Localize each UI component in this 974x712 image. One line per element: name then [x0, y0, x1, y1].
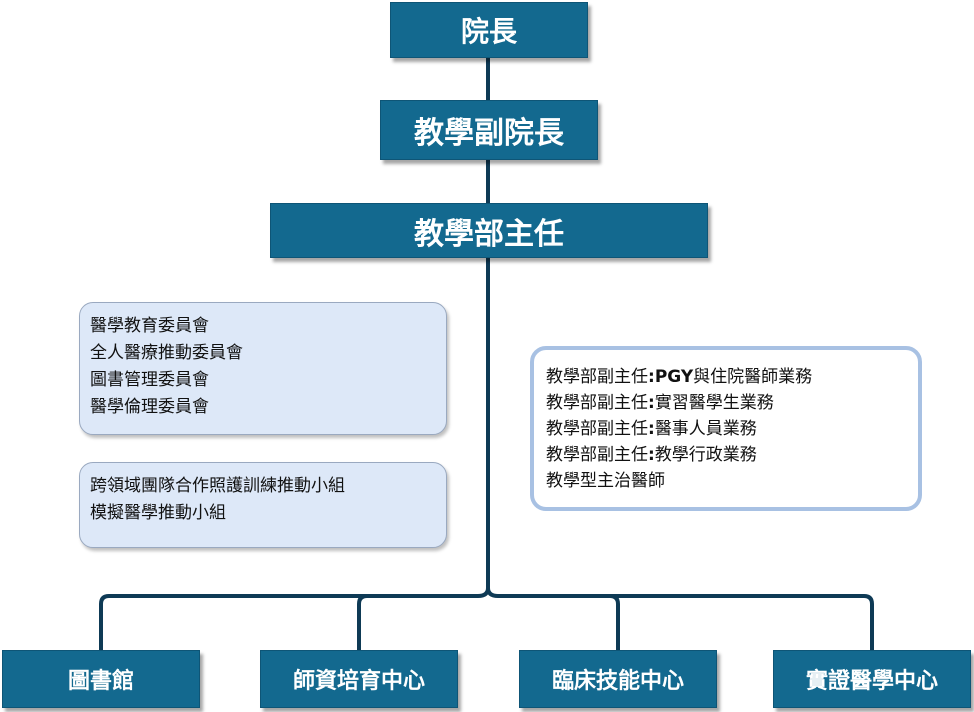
deputy-item: 教學型主治醫師: [546, 471, 665, 491]
connector-unit-2: [357, 594, 368, 650]
deputy-item: 教學部副主任:教學行政業務: [546, 445, 757, 465]
connector-unit-3: [609, 594, 620, 650]
node-vice-president-label: 教學副院長: [414, 116, 564, 151]
node-president-label: 院長: [460, 15, 517, 48]
unit-clinical-skills-center: 臨床技能中心: [519, 650, 717, 708]
deputy-item: 教學部副主任:PGY與住院醫師業務: [546, 367, 813, 387]
node-vice-president: 教學副院長: [380, 100, 598, 160]
committee-group-1: 醫學教育委員會 全人醫療推動委員會 圖書管理委員會 醫學倫理委員會: [79, 302, 447, 435]
node-director-label: 教學部主任: [414, 216, 564, 252]
node-president: 院長: [390, 2, 588, 58]
committee-item: 圖書管理委員會: [90, 370, 209, 390]
taskforce-item: 跨領域團隊合作照護訓練推動小組: [90, 476, 345, 496]
committee-group-2: 跨領域團隊合作照護訓練推動小組 模擬醫學推動小組: [79, 462, 447, 548]
unit-faculty-development-center: 師資培育中心: [260, 650, 458, 708]
node-director: 教學部主任: [270, 203, 708, 258]
deputy-item: 教學部副主任:實習醫學生業務: [546, 393, 774, 413]
committee-item: 醫學倫理委員會: [90, 397, 209, 417]
unit-library: 圖書館: [2, 650, 200, 708]
committee-item: 全人醫療推動委員會: [90, 343, 243, 363]
connector-bus: [99, 586, 874, 650]
deputy-directors-box: 教學部副主任:PGY與住院醫師業務 教學部副主任:實習醫學生業務 教學部副主任:…: [530, 346, 922, 511]
taskforce-item: 模擬醫學推動小組: [90, 503, 226, 523]
unit-evidence-based-medicine-center: 實證醫學中心: [773, 650, 971, 708]
deputy-item: 教學部副主任:醫事人員業務: [546, 419, 757, 439]
committee-item: 醫學教育委員會: [90, 316, 209, 336]
